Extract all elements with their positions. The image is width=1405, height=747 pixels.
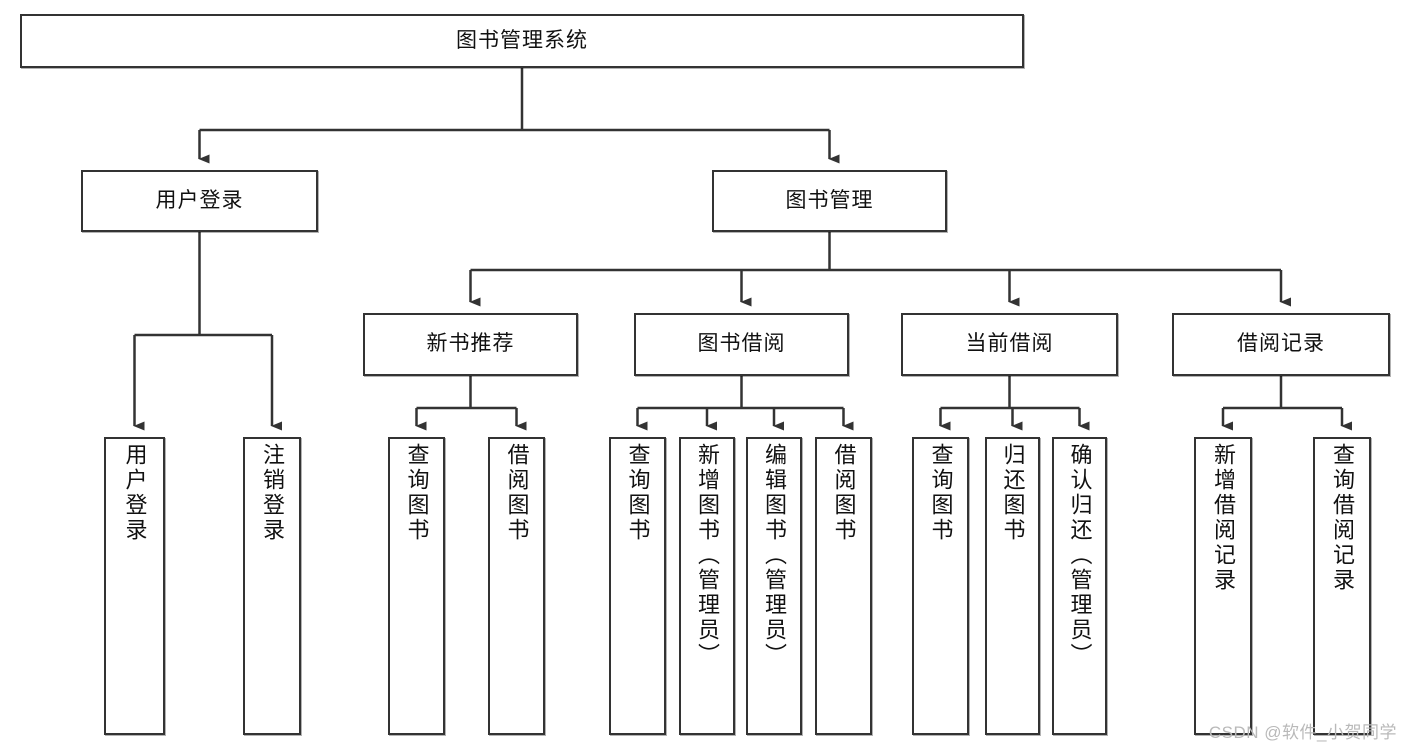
node-label: 借阅记录	[1237, 332, 1325, 356]
node-borrow-record[interactable]: 借阅记录	[1172, 313, 1390, 376]
node-label: 归还图书	[1000, 443, 1026, 543]
watermark-text: CSDN @软件_小贺同学	[1208, 723, 1397, 742]
node-new-book-rec[interactable]: 新书推荐	[363, 313, 578, 376]
node-leaf-confirm-return[interactable]: 确认归还（管理员）	[1052, 437, 1107, 735]
node-label: 用户登录	[155, 188, 244, 212]
node-label: 确认归还（管理员）	[1067, 443, 1093, 668]
node-label: 查询借阅记录	[1330, 443, 1355, 593]
node-leaf-query-book-2[interactable]: 查询图书	[609, 437, 666, 735]
node-leaf-query-book-3[interactable]: 查询图书	[912, 437, 969, 735]
node-label: 图书管理	[785, 188, 874, 212]
node-label: 图书借阅	[697, 332, 786, 356]
node-label: 新增图书（管理员）	[695, 443, 720, 668]
node-label: 新增借阅记录	[1211, 443, 1236, 593]
node-book-borrow[interactable]: 图书借阅	[634, 313, 849, 376]
node-label: 编辑图书（管理员）	[762, 443, 787, 668]
node-current-borrow[interactable]: 当前借阅	[901, 313, 1118, 376]
node-label: 查询图书	[625, 443, 651, 543]
node-label: 新书推荐	[426, 332, 515, 356]
node-leaf-user-login[interactable]: 用户登录	[104, 437, 165, 735]
node-book-manage[interactable]: 图书管理	[712, 170, 947, 232]
node-label: 图书管理系统	[456, 28, 588, 52]
node-label: 当前借阅	[965, 332, 1054, 356]
node-leaf-edit-book[interactable]: 编辑图书（管理员）	[746, 437, 802, 735]
node-leaf-return-book[interactable]: 归还图书	[985, 437, 1040, 735]
node-leaf-query-record[interactable]: 查询借阅记录	[1313, 437, 1371, 735]
node-label: 查询图书	[928, 443, 954, 543]
node-root-system[interactable]: 图书管理系统	[20, 14, 1024, 68]
node-leaf-add-record[interactable]: 新增借阅记录	[1194, 437, 1252, 735]
node-leaf-borrow-book-2[interactable]: 借阅图书	[815, 437, 872, 735]
node-label: 查询图书	[404, 443, 430, 543]
node-label: 用户登录	[122, 443, 148, 543]
node-leaf-add-book[interactable]: 新增图书（管理员）	[679, 437, 735, 735]
node-label: 借阅图书	[831, 443, 857, 543]
node-leaf-logout[interactable]: 注销登录	[243, 437, 301, 735]
node-label: 注销登录	[260, 443, 285, 543]
node-user-login[interactable]: 用户登录	[81, 170, 318, 232]
node-label: 借阅图书	[504, 443, 530, 543]
node-leaf-borrow-book-1[interactable]: 借阅图书	[488, 437, 545, 735]
node-leaf-query-book-1[interactable]: 查询图书	[388, 437, 445, 735]
